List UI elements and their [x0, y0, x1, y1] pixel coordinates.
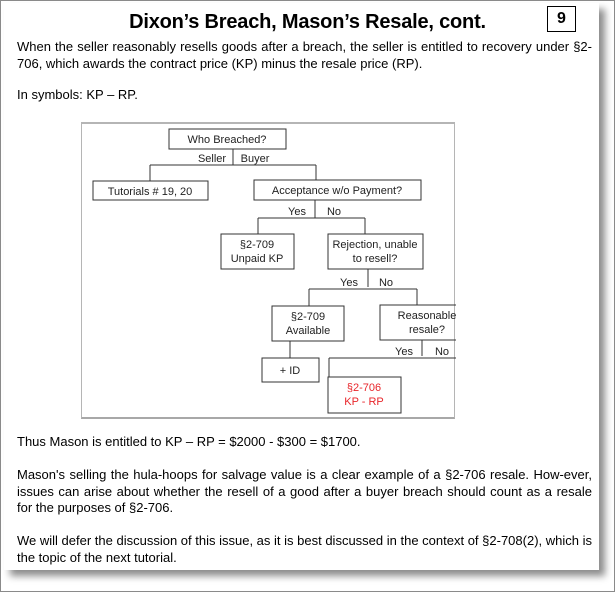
- edge-label-reasonable-yes: Yes: [395, 346, 413, 358]
- defer-paragraph: We will defer the discussion of this iss…: [17, 533, 592, 565]
- node-unpaid-kp-line1: §2-709: [240, 239, 274, 251]
- node-kp-rp-line2: KP - RP: [344, 396, 384, 408]
- node-reasonable-line2: resale?: [409, 324, 445, 336]
- edge-label-rejection-no: No: [379, 277, 393, 289]
- node-who-breached-box: [168, 128, 287, 150]
- example-paragraph: Mason's selling the hula-hoops for salva…: [17, 467, 592, 515]
- edge-label-buyer: Buyer: [241, 153, 270, 165]
- node-tutorials: Tutorials # 19, 20: [108, 186, 193, 198]
- edge-label-reasonable-no: No: [435, 346, 449, 358]
- intro-paragraph: When the seller reasonably resells goods…: [17, 39, 592, 71]
- edge-label-rejection-yes: Yes: [340, 277, 358, 289]
- node-rejection-line1: Rejection, unable: [332, 239, 417, 251]
- node-unpaid-kp-line2: Unpaid KP: [231, 253, 284, 265]
- slide-title: Dixon’s Breach, Mason’s Resale, cont.: [129, 11, 486, 33]
- node-plus-id: + ID: [280, 365, 301, 377]
- node-tutorials-box: [92, 180, 209, 201]
- node-available-line2: Available: [286, 325, 330, 337]
- node-plus-id-box: [261, 357, 320, 383]
- node-reasonable-box: [379, 304, 456, 341]
- node-reasonable-line1: Reasonable: [398, 310, 456, 322]
- symbols-paragraph: In symbols: KP – RP.: [17, 87, 138, 102]
- node-rejection-line2: to resell?: [353, 253, 398, 265]
- node-who-breached: Who Breached?: [188, 134, 267, 146]
- node-available-box: [271, 305, 345, 342]
- page-number-badge: 9: [547, 6, 576, 32]
- edge-label-acceptance-yes: Yes: [288, 206, 306, 218]
- flowchart-canvas: Who Breached? Tutorials # 19, 20 Accepta…: [92, 128, 456, 414]
- node-kp-rp-box: [327, 376, 402, 414]
- node-acceptance: Acceptance w/o Payment?: [272, 185, 402, 197]
- result-paragraph: Thus Mason is entitled to KP – RP = $200…: [17, 434, 361, 449]
- node-available-line1: §2-709: [291, 311, 325, 323]
- edge-label-seller: Seller: [198, 153, 226, 165]
- node-unpaid-kp-box: [220, 233, 295, 270]
- decision-flowchart: Who Breached? Tutorials # 19, 20 Accepta…: [81, 122, 456, 419]
- node-kp-rp-line1: §2-706: [347, 382, 381, 394]
- node-acceptance-box: [253, 179, 422, 201]
- node-rejection-box: [327, 233, 424, 270]
- edge-label-acceptance-no: No: [327, 206, 341, 218]
